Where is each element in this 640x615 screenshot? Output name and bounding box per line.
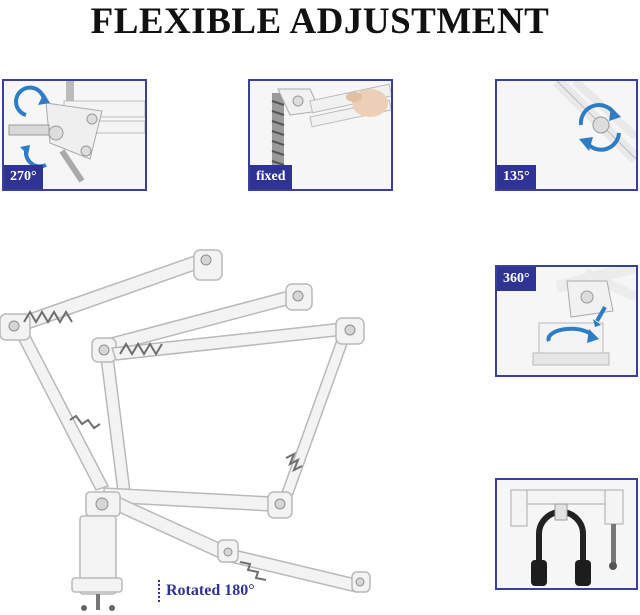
panel-fixed: fixed [248,79,393,191]
rotated-180-caption: Rotated 180° [158,580,255,602]
panel-135-badge: 135° [497,165,536,189]
headphone-clamp-illustration [497,480,636,588]
page-title: FLEXIBLE ADJUSTMENT [90,1,550,42]
panel-fixed-badge: fixed [250,165,292,189]
panel-360-rotation: 360° [495,265,638,377]
boom-arm-positions-illustration [0,249,371,611]
joint-360-illustration [497,267,636,375]
panel-270-rotation: 270° [2,79,147,191]
panel-headphone-hook [495,478,638,590]
panel-135-rotation: 135° [495,79,638,191]
panel-360-badge: 360° [497,267,536,291]
panel-270-badge: 270° [4,165,43,189]
